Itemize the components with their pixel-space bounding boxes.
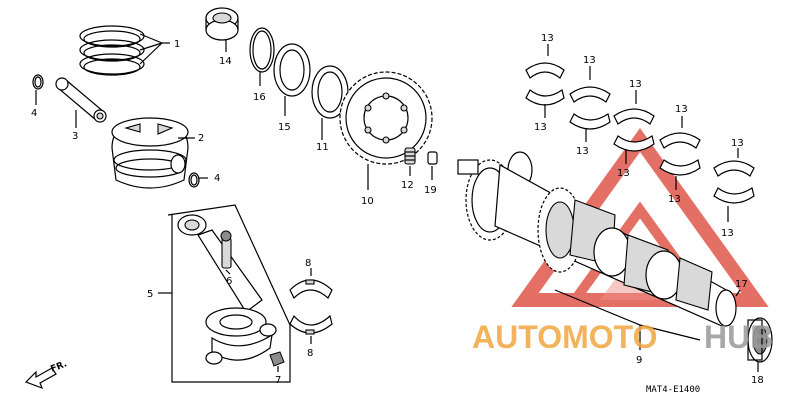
callout-19: 19 bbox=[424, 185, 437, 196]
callout-11: 11 bbox=[316, 142, 329, 153]
callout-13-a: 13 bbox=[541, 33, 554, 44]
callout-15: 15 bbox=[278, 122, 291, 133]
callout-labels: 1 2 3 4 4 5 6 7 8 8 9 10 11 12 14 15 16 … bbox=[31, 33, 764, 386]
watermark-text-automoto: AUTOMOTO bbox=[472, 319, 657, 355]
watermark-text-hub: HUB bbox=[704, 319, 773, 355]
callout-13-d: 13 bbox=[576, 146, 589, 157]
snap-ring bbox=[249, 27, 275, 86]
callout-13-b: 13 bbox=[534, 122, 547, 133]
front-direction-arrow: FR. bbox=[24, 359, 69, 390]
callout-1: 1 bbox=[174, 39, 180, 50]
callout-7: 7 bbox=[275, 375, 281, 386]
callout-13-j: 13 bbox=[721, 228, 734, 239]
damper-spring bbox=[404, 147, 416, 176]
callout-9: 9 bbox=[636, 355, 642, 366]
callout-13-g: 13 bbox=[675, 104, 688, 115]
callout-10: 10 bbox=[361, 196, 374, 207]
callout-4-left: 4 bbox=[31, 108, 37, 119]
piston-pin bbox=[55, 77, 107, 128]
circlip-left bbox=[32, 74, 44, 105]
rod-bearings bbox=[289, 268, 333, 344]
thrust-washer bbox=[273, 43, 311, 116]
callout-13-f: 13 bbox=[617, 168, 630, 179]
piston bbox=[111, 117, 195, 189]
callout-8-top: 8 bbox=[305, 258, 311, 269]
callout-4-right: 4 bbox=[214, 173, 220, 184]
callout-16: 16 bbox=[253, 92, 266, 103]
callout-13-h: 13 bbox=[668, 194, 681, 205]
piston-rings bbox=[79, 25, 170, 76]
callout-8-bottom: 8 bbox=[307, 348, 313, 359]
diagram-code: MAT4-E1400 bbox=[646, 385, 700, 395]
callout-13-c: 13 bbox=[583, 55, 596, 66]
callout-5: 5 bbox=[147, 289, 153, 300]
circlip-right bbox=[188, 172, 208, 188]
callout-3: 3 bbox=[72, 131, 78, 142]
callout-18: 18 bbox=[751, 375, 764, 386]
watermark-text: AUTOMOTO HUB bbox=[472, 319, 773, 355]
conrod-group bbox=[158, 204, 291, 383]
callout-14: 14 bbox=[219, 56, 232, 67]
callout-2: 2 bbox=[198, 133, 204, 144]
main-bearings bbox=[525, 44, 755, 222]
callout-13-i: 13 bbox=[731, 138, 744, 149]
primary-sprocket bbox=[339, 71, 433, 190]
damper-pin bbox=[427, 151, 438, 180]
callout-12: 12 bbox=[401, 180, 414, 191]
callout-17: 17 bbox=[735, 279, 748, 290]
needle-bearing bbox=[205, 7, 239, 52]
end-bearing bbox=[747, 317, 773, 372]
front-direction-label: FR. bbox=[49, 359, 68, 375]
crankshaft bbox=[457, 151, 741, 350]
callout-13-e: 13 bbox=[629, 79, 642, 90]
callout-6: 6 bbox=[226, 276, 232, 287]
